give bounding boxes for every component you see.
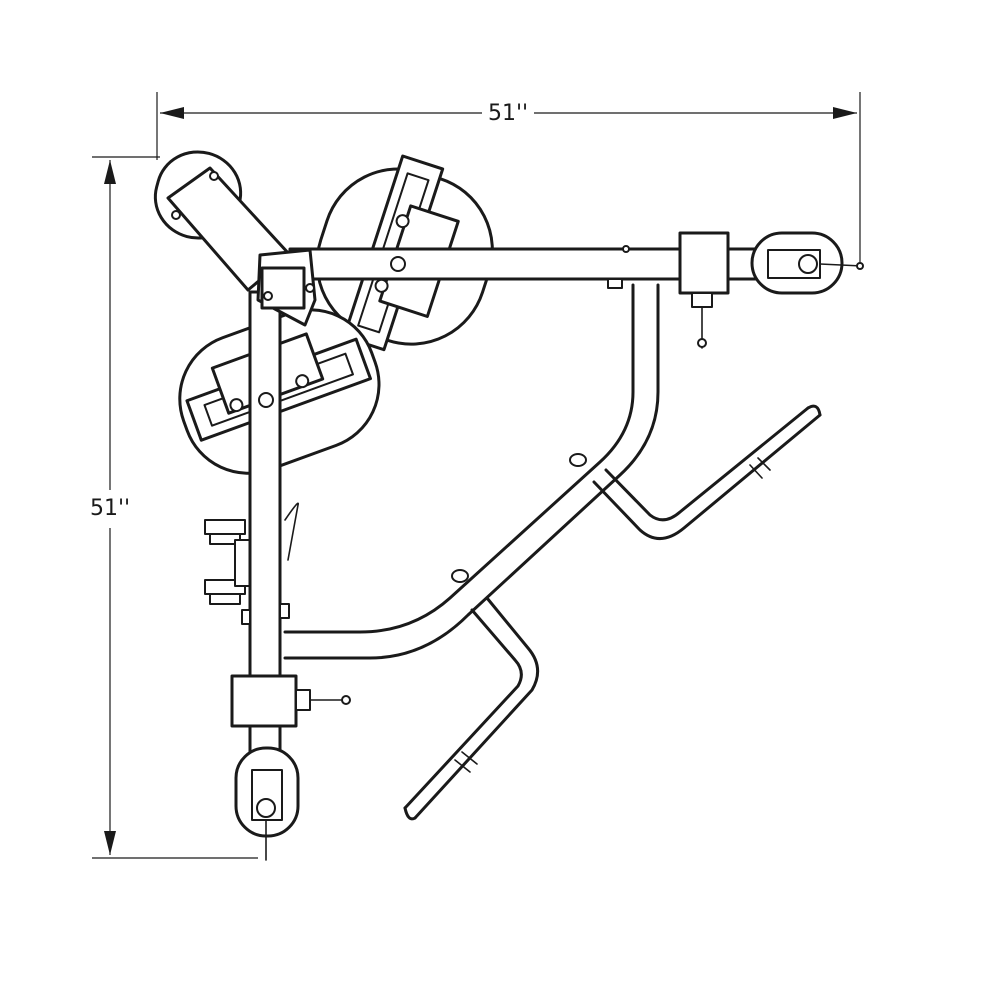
width-dimension (156, 92, 861, 268)
arrowhead-bottom (104, 831, 116, 855)
base-frame (283, 283, 660, 660)
left-attachments (204, 502, 300, 605)
top-clamp (678, 231, 730, 349)
lower-handle (403, 596, 540, 821)
frame-bolt (569, 453, 587, 467)
upper-handle (592, 404, 822, 540)
corner-post (153, 150, 317, 327)
bottom-foot (234, 746, 300, 861)
arrowhead-right (833, 107, 857, 119)
height-dimension (92, 156, 258, 859)
width-dimension-label: 51'' (482, 101, 535, 127)
right-foot (750, 231, 864, 295)
side-clamp (230, 674, 351, 728)
height-dimension-label: 51'' (84, 496, 137, 522)
arrowhead-top (104, 160, 116, 184)
frame-bolt (451, 569, 469, 583)
arrowhead-left (160, 107, 184, 119)
